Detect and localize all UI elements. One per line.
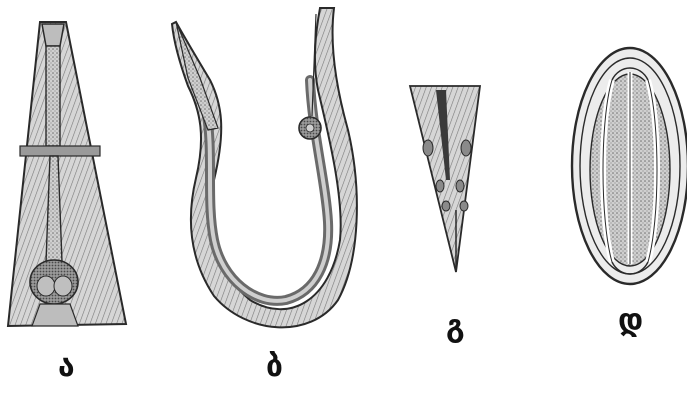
panel-a-anterior-end: [8, 22, 126, 326]
panel-label-g: გ: [446, 312, 465, 342]
panel-g-tail-tip: [410, 86, 480, 272]
panel-b-bent-body: [172, 8, 357, 327]
panel-d-egg: [572, 48, 687, 284]
panel-label-d: დ: [618, 306, 643, 336]
panel-label-b: ბ: [266, 352, 283, 382]
panel-label-a: ა: [58, 352, 75, 382]
